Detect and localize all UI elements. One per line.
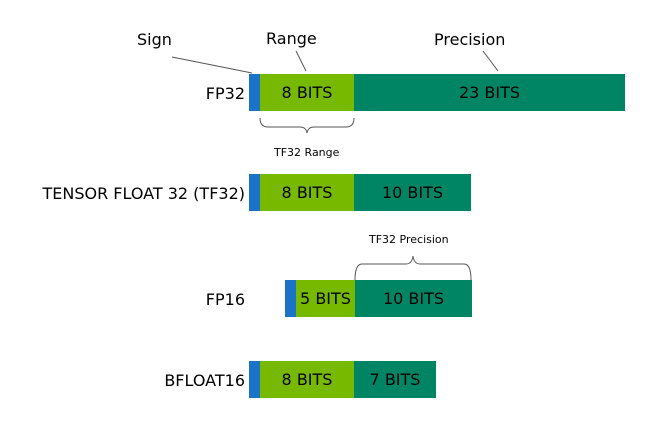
format-label-bfloat16: BFLOAT16 bbox=[164, 371, 245, 390]
format-label-fp32: FP32 bbox=[205, 84, 245, 103]
sign-leader-line bbox=[171, 56, 253, 74]
fp16-precision-bits: 10 BITS bbox=[382, 289, 445, 308]
format-label-fp16: FP16 bbox=[205, 290, 245, 309]
fp32-precision-segment: 23 BITS bbox=[354, 74, 625, 111]
fp32-range-segment: 8 BITS bbox=[260, 74, 354, 111]
fp32-precision-bits: 23 BITS bbox=[458, 83, 521, 102]
bfloat16-range-bits: 8 BITS bbox=[281, 370, 333, 389]
fp32-sign-segment bbox=[249, 74, 260, 111]
tf32-precision-segment: 10 BITS bbox=[354, 174, 471, 211]
tf32-precision-brace bbox=[354, 255, 472, 281]
fp16-range-bits: 5 BITS bbox=[300, 289, 351, 308]
sign-label: Sign bbox=[137, 30, 172, 49]
tf32-sign-segment bbox=[249, 174, 260, 211]
range-label: Range bbox=[266, 29, 317, 48]
bfloat16-precision-segment: 7 BITS bbox=[354, 361, 436, 398]
tf32-range-bits: 8 BITS bbox=[281, 183, 333, 202]
bfloat16-range-segment: 8 BITS bbox=[260, 361, 354, 398]
fp16-sign-segment bbox=[285, 280, 296, 317]
bfloat16-precision-bits: 7 BITS bbox=[369, 370, 421, 389]
format-label-tf32: TENSOR FLOAT 32 (TF32) bbox=[42, 184, 246, 203]
tf32-precision-annotation: TF32 Precision bbox=[369, 233, 449, 246]
precision-label: Precision bbox=[434, 30, 506, 49]
tf32-range-segment: 8 BITS bbox=[260, 174, 354, 211]
range-leader-line bbox=[295, 50, 307, 72]
fp32-range-bits: 8 BITS bbox=[281, 83, 333, 102]
fp16-range-segment: 5 BITS bbox=[296, 280, 355, 317]
tf32-precision-bits: 10 BITS bbox=[381, 183, 444, 202]
bfloat16-sign-segment bbox=[249, 361, 260, 398]
fp16-precision-segment: 10 BITS bbox=[355, 280, 472, 317]
tf32-range-brace bbox=[259, 117, 355, 134]
precision-leader-line bbox=[482, 50, 499, 72]
tf32-range-annotation: TF32 Range bbox=[274, 146, 340, 159]
